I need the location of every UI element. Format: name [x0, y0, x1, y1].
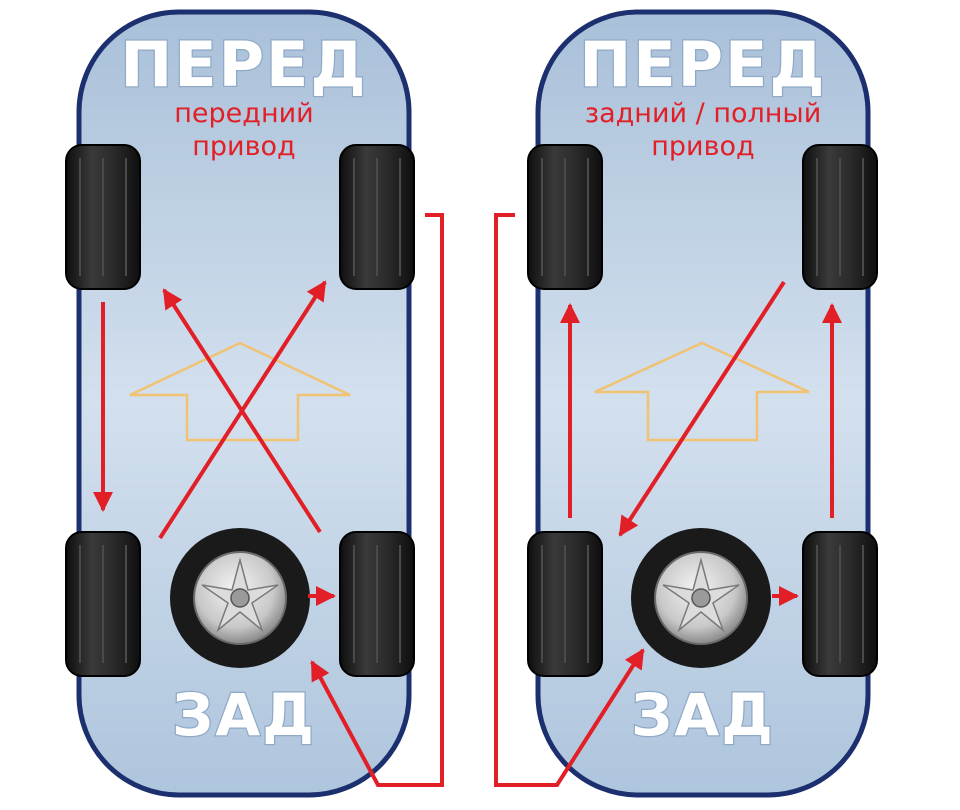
left-front-label: ПЕРЕД — [120, 28, 367, 101]
forward-direction-arrow-icon — [594, 341, 810, 442]
left-rotation-arrows — [93, 213, 444, 787]
arrow-rear-left-to-front-right — [158, 280, 327, 540]
left-drive-line2: привод — [192, 131, 295, 162]
right-rotation-arrows — [494, 213, 842, 787]
tire-icon — [339, 531, 415, 677]
tire-icon — [65, 531, 141, 677]
tire-icon — [802, 144, 878, 290]
forward-direction-arrow-icon — [129, 341, 351, 442]
left-car-body — [76, 9, 412, 798]
left-car: ПЕРЕД передний привод — [65, 9, 444, 798]
arrow-front-right-to-rear-left — [618, 280, 786, 537]
tire-icon — [527, 144, 603, 290]
tire-icon — [527, 531, 603, 677]
arrow-front-right-to-spare — [310, 213, 444, 787]
left-rear-label: ЗАД — [172, 681, 316, 749]
left-drive-line1: передний — [174, 98, 313, 129]
spare-wheel-icon — [631, 528, 771, 668]
tire-icon — [65, 144, 141, 290]
arrow-front-left-to-spare — [494, 213, 645, 787]
right-car: ПЕРЕД задний / полный привод — [494, 9, 878, 798]
spare-wheel-icon — [170, 528, 310, 668]
right-drive-line2: привод — [651, 131, 754, 162]
right-front-label: ПЕРЕД — [579, 28, 826, 101]
right-rear-label: ЗАД — [631, 681, 775, 749]
tire-icon — [802, 531, 878, 677]
right-drive-line1: задний / полный — [585, 98, 822, 129]
tire-icon — [339, 144, 415, 290]
